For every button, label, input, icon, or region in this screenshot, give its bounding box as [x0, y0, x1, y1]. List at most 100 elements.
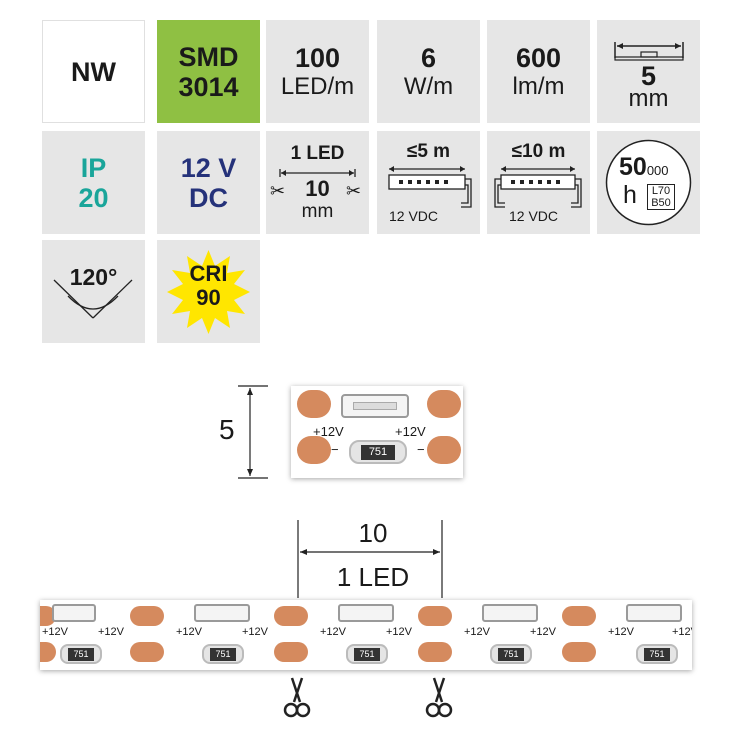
resistor-code: 751 — [361, 445, 395, 460]
life-number: 50 — [619, 153, 647, 181]
life-thousands: 000 — [646, 163, 669, 178]
segment-length-label: 10 — [358, 518, 388, 548]
led-chip — [626, 604, 682, 622]
tile-run-10m: ≤10 m 12 VDC — [487, 131, 590, 234]
led-strip: +12V +12V +12V +12V +12V +12V +12V +12V … — [40, 600, 692, 670]
tile-cri: CRI 90 — [157, 240, 260, 343]
run10-wiring-icon — [494, 166, 582, 208]
copper-pad — [130, 642, 164, 662]
pad-plus-label: +12V — [176, 626, 202, 638]
run10-voltage: 12 VDC — [509, 208, 559, 224]
density-unit: LED/m — [280, 72, 355, 100]
copper-pad — [297, 436, 331, 464]
copper-pad — [274, 606, 308, 626]
tile-width: 5 mm — [597, 20, 700, 123]
pad-plus-label: +12V — [386, 626, 412, 638]
copper-pad — [427, 390, 461, 418]
power-unit: W/m — [403, 72, 454, 100]
resistor: 751 — [346, 644, 388, 664]
pad-plus-label: +12V — [395, 424, 426, 439]
tile-power: 6 W/m — [377, 20, 480, 123]
ip-line2: 20 — [78, 182, 109, 213]
chip-line1: SMD — [178, 41, 239, 72]
tile-chip: SMD 3014 — [157, 20, 260, 123]
power-value: 6 — [420, 42, 437, 73]
run10-length: ≤10 m — [511, 141, 566, 162]
width-dimension-icon — [238, 385, 268, 479]
flux-value: 600 — [515, 42, 562, 73]
cut-dimension-icon — [279, 169, 356, 177]
led-chip — [194, 604, 250, 622]
tile-run-5m: ≤5 m 12 VDC — [377, 131, 480, 234]
pad-plus-label: +12V — [242, 626, 268, 638]
tile-color-temp: NW — [42, 20, 145, 123]
lifetime-circle-icon — [605, 139, 692, 226]
voltage-line1: 12 V — [180, 152, 237, 183]
life-rating: L70 B50 — [647, 184, 675, 210]
led-chip — [482, 604, 538, 622]
tile-cut: 1 LED ✂ ✂ 10 mm — [266, 131, 369, 234]
copper-pad — [297, 390, 331, 418]
pad-plus-label: +12V — [672, 626, 692, 638]
tile-beam-angle: 120° — [42, 240, 145, 343]
run5-voltage: 12 VDC — [389, 208, 439, 224]
chip-line2: 3014 — [178, 71, 239, 102]
width-value: 5 — [640, 60, 657, 91]
resistor: 751 — [636, 644, 678, 664]
segment-dimension-icon — [297, 520, 443, 598]
tile-voltage: 12 V DC — [157, 131, 260, 234]
flux-unit: lm/m — [512, 72, 565, 100]
resistor-code: 751 — [354, 648, 380, 661]
pad-plus-label: +12V — [42, 626, 68, 638]
copper-pad — [274, 642, 308, 662]
pad-plus-label: +12V — [608, 626, 634, 638]
led-chip — [52, 604, 96, 622]
width-unit: mm — [628, 84, 669, 112]
pad-minus-label: − — [417, 442, 425, 457]
strip-width-label: 5 — [219, 414, 235, 445]
ip-line1: IP — [80, 152, 107, 183]
pad-plus-label: +12V — [530, 626, 556, 638]
cut-unit: mm — [301, 201, 334, 222]
strip-closeup: +12V +12V − − 751 — [291, 386, 463, 478]
led-chip — [338, 604, 394, 622]
tile-ip: IP 20 — [42, 131, 145, 234]
pad-plus-label: +12V — [313, 424, 344, 439]
strip-width-icon — [613, 41, 684, 61]
copper-pad — [418, 642, 452, 662]
tile-flux: 600 lm/m — [487, 20, 590, 123]
resistor: 751 — [349, 440, 407, 464]
cri-line2: 90 — [196, 285, 221, 310]
copper-pad — [427, 436, 461, 464]
density-value: 100 — [294, 42, 341, 73]
resistor-code: 751 — [644, 648, 670, 661]
run5-wiring-icon — [388, 166, 472, 208]
color-temp-text: NW — [71, 56, 116, 87]
life-unit: h — [623, 181, 637, 209]
pad-plus-label: +12V — [464, 626, 490, 638]
life-b50: B50 — [651, 197, 671, 209]
resistor-code: 751 — [210, 648, 236, 661]
cut-leds: 1 LED — [290, 143, 345, 164]
tile-lifetime: 50000 h L70 B50 — [597, 131, 700, 234]
life-l70: L70 — [651, 185, 671, 197]
pad-plus-label: +12V — [98, 626, 124, 638]
resistor: 751 — [60, 644, 102, 664]
copper-pad — [562, 606, 596, 626]
beam-angle-value: 120° — [69, 264, 118, 290]
segment-leds-label: 1 LED — [336, 562, 410, 592]
run5-length: ≤5 m — [406, 141, 451, 162]
pad-minus-label: − — [331, 442, 339, 457]
resistor-code: 751 — [68, 648, 94, 661]
resistor: 751 — [490, 644, 532, 664]
tile-density: 100 LED/m — [266, 20, 369, 123]
resistor-code: 751 — [498, 648, 524, 661]
scissors-icon — [283, 677, 311, 718]
copper-pad — [562, 642, 596, 662]
copper-pad — [40, 642, 56, 662]
scissors-left-icon: ✂ — [270, 181, 286, 201]
scissors-icon — [425, 677, 453, 718]
pad-plus-label: +12V — [320, 626, 346, 638]
resistor: 751 — [202, 644, 244, 664]
scissors-right-icon: ✂ — [346, 181, 362, 201]
